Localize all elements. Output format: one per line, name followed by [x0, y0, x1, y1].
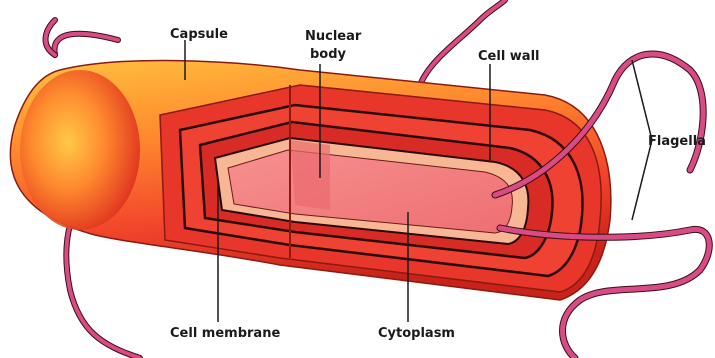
- capsule-end-highlight: [20, 70, 140, 230]
- label-nuclear-line2: body: [310, 47, 347, 62]
- flagellum-top-middle: [420, 0, 505, 85]
- nuclear-body: [290, 140, 330, 210]
- label-nuclear-line1: Nuclear: [305, 29, 362, 44]
- label-capsule: Capsule: [170, 27, 228, 42]
- label-cell-wall: Cell wall: [478, 49, 540, 64]
- label-cytoplasm: Cytoplasm: [378, 326, 455, 341]
- label-flagella: Flagella: [648, 134, 706, 149]
- label-cell-membrane: Cell membrane: [170, 326, 280, 341]
